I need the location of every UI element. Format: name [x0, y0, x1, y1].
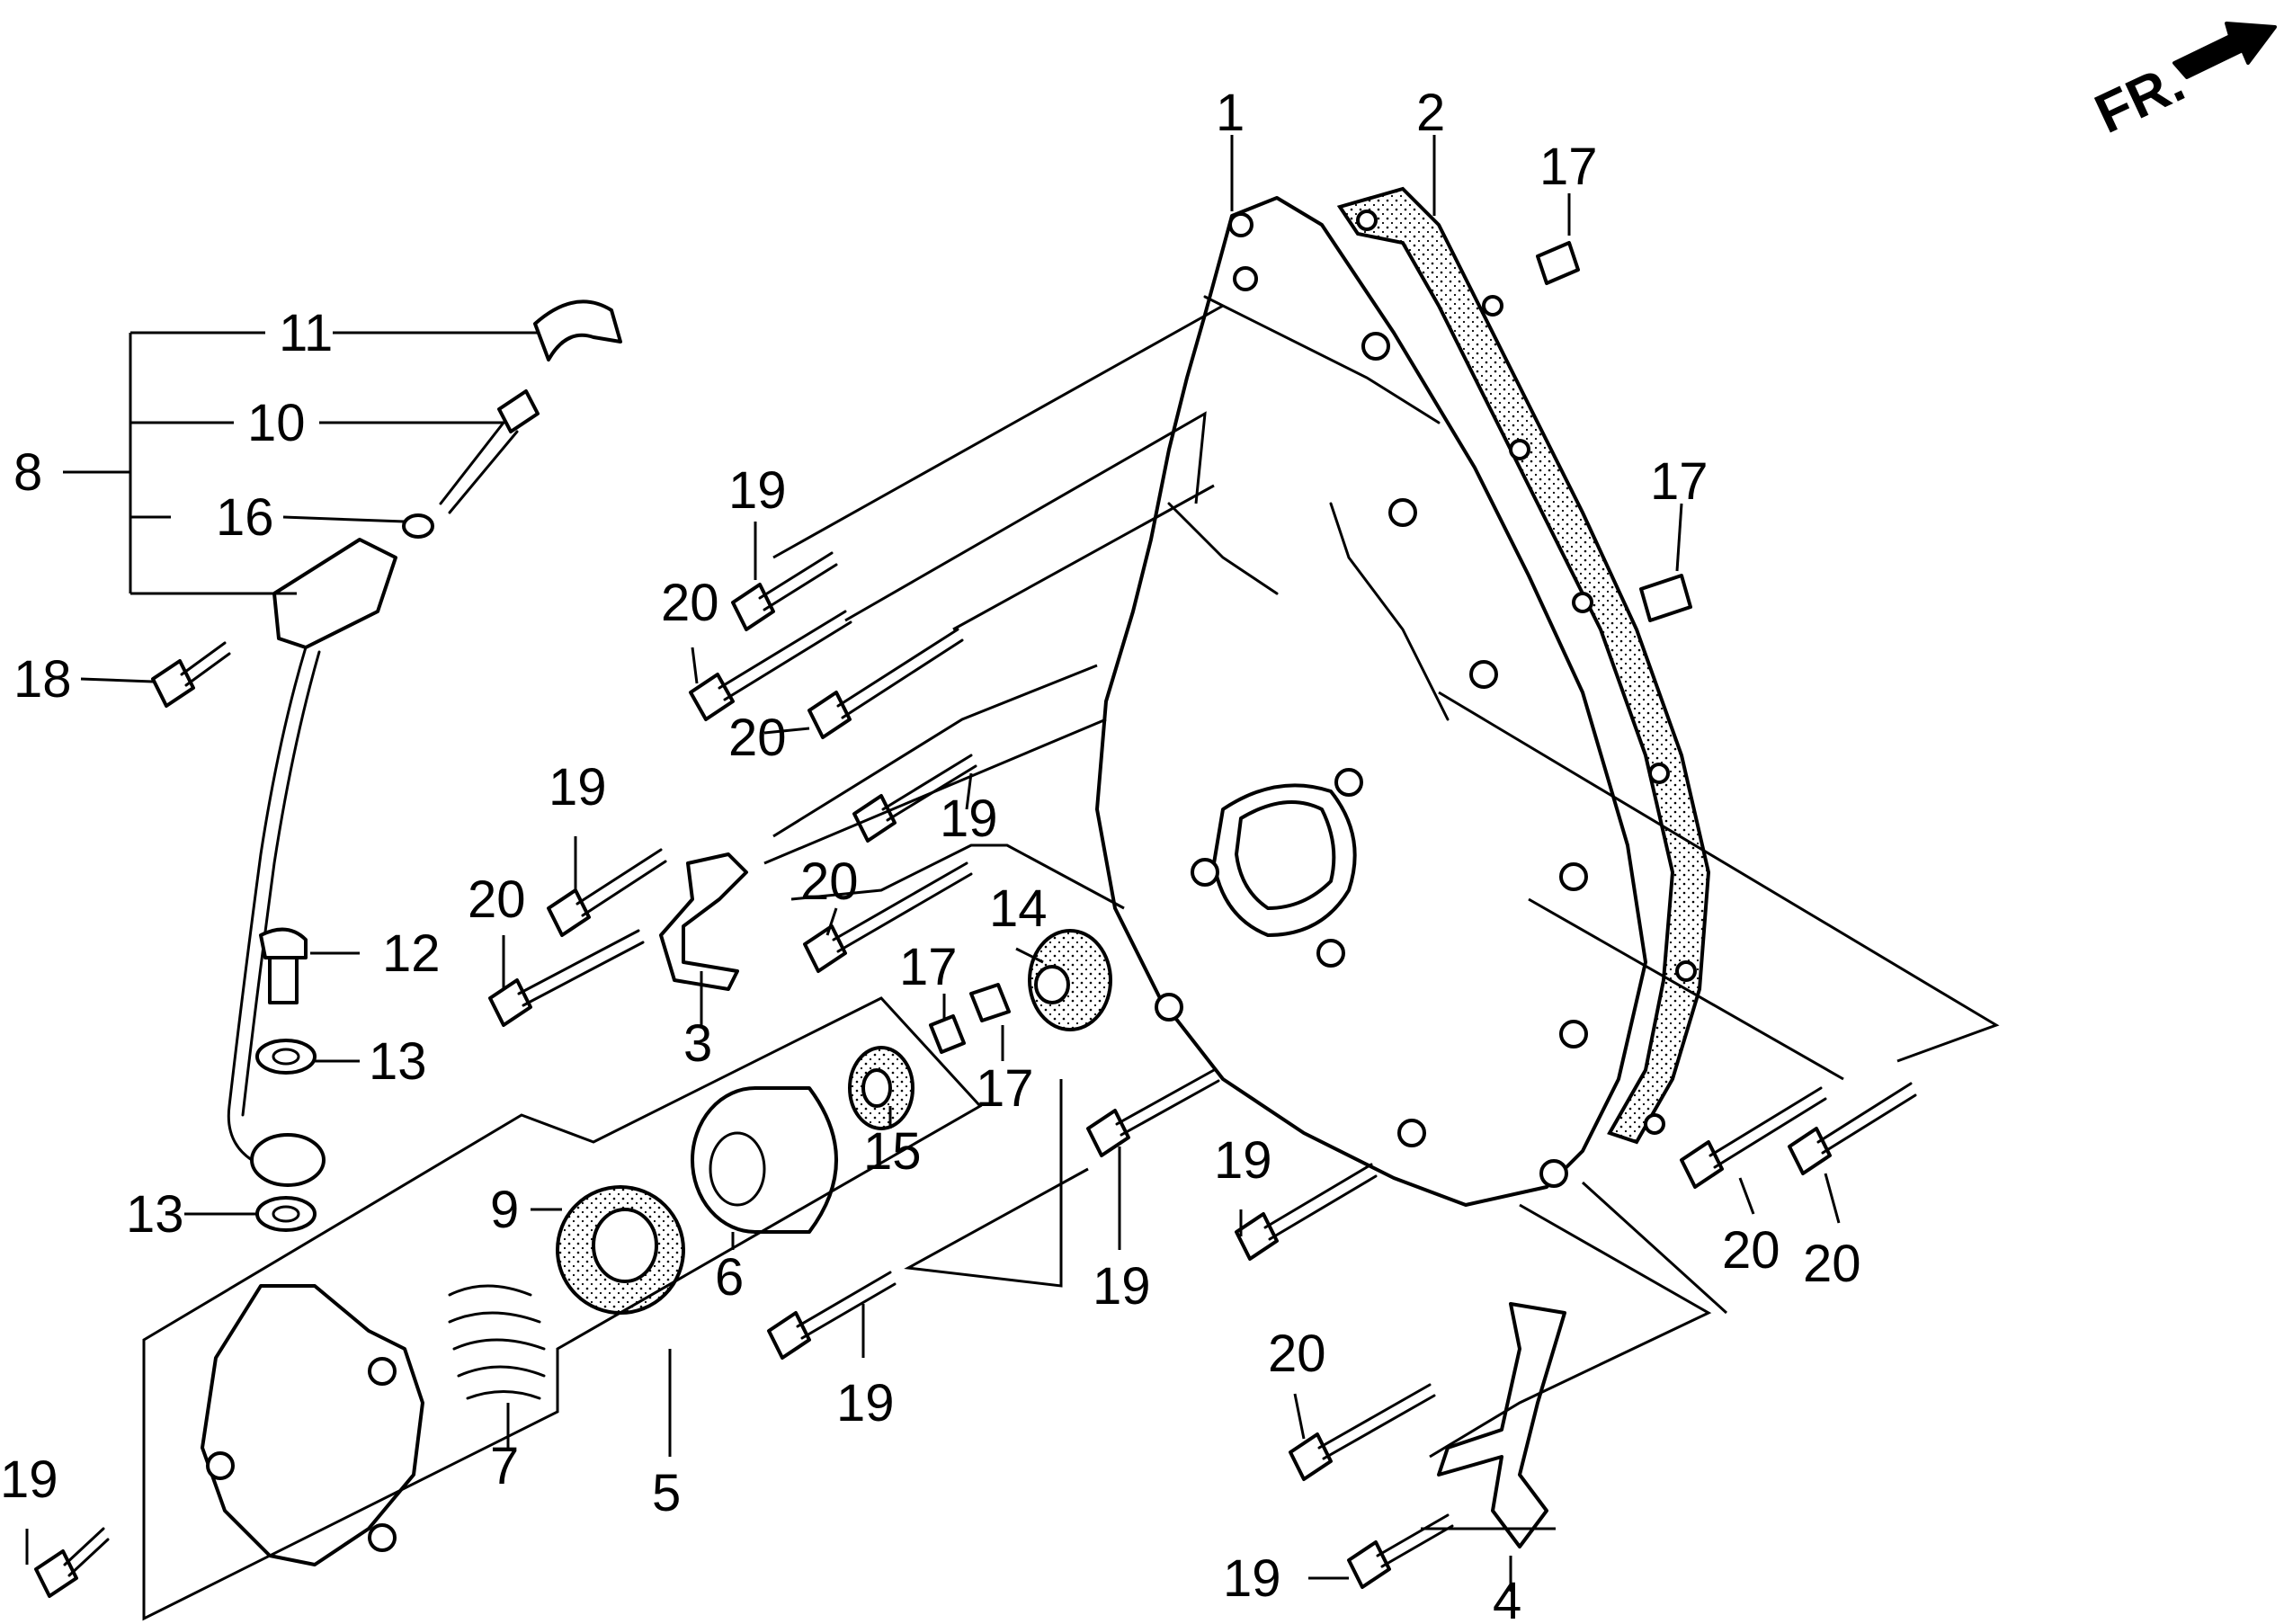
callout-20-upper-b: 20	[728, 709, 787, 767]
seal-15	[848, 1046, 914, 1130]
callout-19-middle: 19	[549, 758, 607, 816]
sensor-probe	[439, 389, 540, 514]
callout-17-small-b: 17	[976, 1059, 1034, 1118]
bolt-20-upper-b	[807, 628, 964, 739]
sensor-body	[227, 538, 397, 1187]
spring-7	[448, 1284, 546, 1400]
callout-7: 7	[490, 1437, 519, 1495]
cover-gasket	[1336, 186, 1711, 1145]
sensor-clamp	[533, 299, 622, 361]
bolt-20-upper-a	[689, 610, 852, 721]
callout-17-right: 17	[1650, 452, 1709, 511]
callout-15: 15	[863, 1122, 922, 1181]
callout-5: 5	[652, 1464, 681, 1522]
bolt-18	[151, 641, 231, 708]
dowel-pin-right	[1639, 574, 1692, 622]
o-ring-16	[402, 513, 434, 539]
callout-4: 4	[1493, 1572, 1521, 1624]
callout-13-lower: 13	[126, 1185, 184, 1244]
oil-bolt-12	[259, 927, 308, 1004]
callout-18: 18	[13, 650, 72, 709]
bolt-20-left	[488, 929, 645, 1027]
dowel-pin-small-b	[969, 983, 1011, 1022]
slave-cylinder-body	[201, 1284, 424, 1566]
callout-19-lower-center: 19	[1093, 1257, 1151, 1316]
piston-6	[691, 1086, 838, 1234]
callout-9: 9	[490, 1181, 519, 1239]
callout-12: 12	[382, 924, 441, 983]
callout-20-right-a: 20	[1722, 1221, 1780, 1280]
callout-10: 10	[247, 394, 306, 452]
callout-1: 1	[1216, 84, 1245, 142]
callout-19-far-left: 19	[0, 1450, 58, 1509]
callout-labels: 1 2 3 4 5 6 7 8 9 10 11 12 13 13 14 15 1…	[0, 84, 1861, 1624]
bracket-3	[659, 852, 748, 991]
bracket-4	[1437, 1302, 1566, 1548]
callout-8: 8	[13, 443, 42, 502]
bolt-20-right-b	[1788, 1082, 1917, 1175]
callout-3: 3	[683, 1014, 712, 1073]
bolt-19-far-left	[34, 1527, 110, 1598]
dowel-pin-small-a	[929, 1014, 966, 1054]
bolt-19-lower	[767, 1271, 897, 1360]
seal-14	[1028, 929, 1112, 1031]
callout-17-small-a: 17	[899, 938, 958, 996]
bolt-19-upper	[731, 551, 838, 631]
callout-19-bottom: 19	[1223, 1549, 1281, 1608]
washer-13-lower	[255, 1196, 317, 1232]
callout-19-lower-right: 19	[1214, 1131, 1272, 1190]
dowel-pin-top	[1536, 241, 1580, 285]
callout-19-center: 19	[940, 790, 998, 848]
callout-14: 14	[989, 879, 1048, 938]
bolt-20-center	[803, 861, 973, 973]
bolt-20-bottom	[1289, 1383, 1436, 1481]
callout-6: 6	[715, 1248, 744, 1307]
callout-20-right-b: 20	[1803, 1235, 1861, 1293]
callout-16: 16	[216, 488, 274, 547]
callout-20-left: 20	[468, 870, 526, 929]
oil-seal-9	[556, 1185, 685, 1315]
washer-13-upper	[255, 1039, 317, 1075]
bolt-19-middle	[547, 848, 667, 937]
bolt-20-right-a	[1680, 1086, 1827, 1189]
callout-2: 2	[1416, 84, 1445, 142]
front-direction-arrow: FR.	[2086, 22, 2277, 146]
bolt-19-lower-center	[1086, 1068, 1220, 1157]
callout-20-center: 20	[800, 852, 859, 911]
callout-19-upper: 19	[728, 461, 787, 520]
callout-17-top: 17	[1539, 138, 1598, 196]
callout-13-upper: 13	[369, 1032, 427, 1091]
callout-11: 11	[279, 304, 333, 362]
callout-20-bottom: 20	[1268, 1325, 1326, 1383]
bolt-19-lower-right	[1235, 1163, 1378, 1261]
leader-lines	[25, 135, 2000, 1621]
callout-20-upper-a: 20	[661, 574, 719, 632]
bolt-19-bottom	[1347, 1513, 1454, 1589]
callout-19-lower: 19	[836, 1374, 895, 1432]
case-cover	[1095, 196, 1647, 1207]
